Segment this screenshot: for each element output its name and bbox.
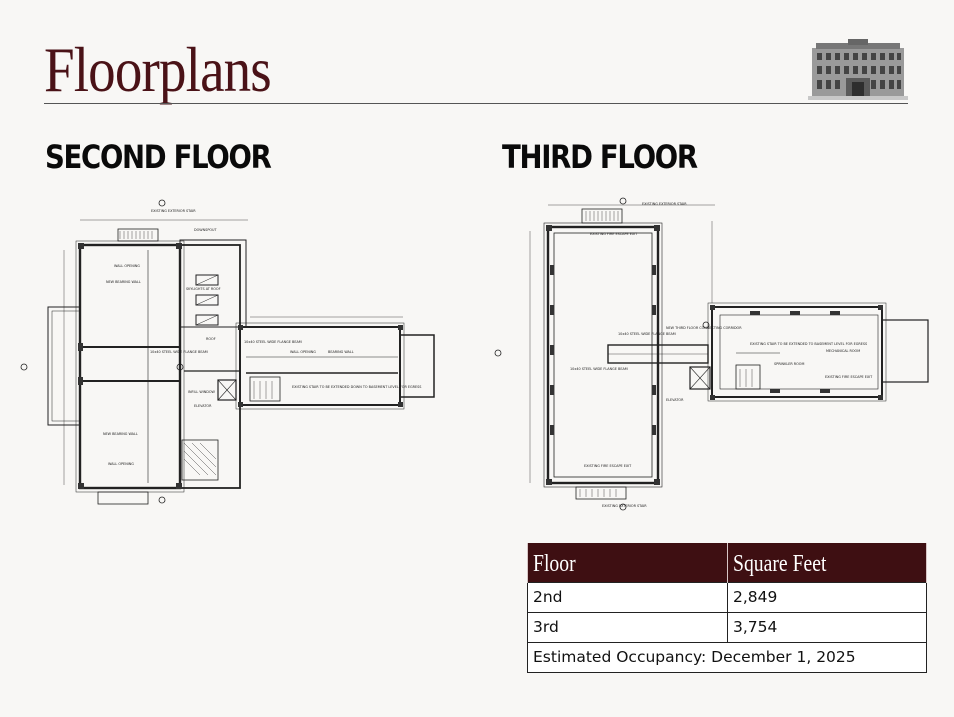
plan-label-wall-opening-east: WALL OPENING: [290, 350, 316, 354]
plan-label-skylights: SKYLIGHTS AT ROOF: [186, 287, 221, 291]
plan-label-sprinkler-room: SPRINKLER ROOM: [774, 362, 804, 366]
building-thumbnail-image: [808, 38, 908, 100]
plan-label-steel-beam-east: 10x40 STEEL WIDE FLANGE BEAM: [244, 340, 302, 344]
table-footer-row: Estimated Occupancy: December 1, 2025: [527, 641, 927, 673]
plan-label-exterior-stair-north: EXISTING EXTERIOR STAIR: [642, 202, 687, 206]
plan-label-exterior-stair-south: EXISTING EXTERIOR STAIR: [602, 504, 647, 508]
third-floor-plan: EXISTING EXTERIOR STAIR EXISTING FIRE ES…: [490, 195, 930, 515]
estimated-occupancy: Estimated Occupancy: December 1, 2025: [527, 641, 927, 673]
plan-label-stair-extended: EXISTING STAIR TO BE EXTENDED DOWN TO BA…: [292, 385, 421, 389]
plan-label-bearing-wall-south: NEW BEARING WALL: [103, 432, 138, 436]
plan-label-bearing-wall-east: BEARING WALL: [328, 350, 354, 354]
table-header-floor: Floor: [527, 543, 728, 582]
plan-label-fire-escape-north: EXISTING FIRE ESCAPE EXIT: [590, 232, 638, 236]
plan-label-bearing-wall: NEW BEARING WALL: [106, 280, 141, 284]
plan-label-steel-beam-corridor: 10x40 STEEL WIDE FLANGE BEAM: [618, 332, 676, 336]
second-floor-heading: SECOND FLOOR: [45, 138, 272, 176]
plan-label-wall-opening-south: WALL OPENING: [108, 462, 134, 466]
plan-label-steel-beam-west: 10x40 STEEL WIDE FLANGE BEAM: [570, 367, 628, 371]
plan-label-downspout: DOWNSPOUT: [194, 228, 218, 232]
table-header-square-feet: Square Feet: [727, 543, 927, 582]
plan-label-stair-extended: EXISTING STAIR TO BE EXTENDED TO BASEMEN…: [750, 342, 867, 346]
table-row: 2nd 2,849: [527, 581, 927, 613]
plan-label-roof: ROOF: [206, 337, 216, 341]
third-floor-heading: THIRD FLOOR: [502, 138, 698, 176]
second-floor-plan: EXISTING EXTERIOR STAIR DOWNSPOUT WALL O…: [18, 195, 458, 510]
table-header-row: Floor Square Feet: [527, 543, 927, 582]
table-cell-square-feet: 3,754: [727, 611, 927, 643]
table-cell-floor: 2nd: [527, 581, 728, 613]
plan-label-fire-escape-south: EXISTING FIRE ESCAPE EXIT: [584, 464, 632, 468]
plan-label-elevator: ELEVATOR: [666, 398, 684, 402]
plan-label-connecting-corridor: NEW THIRD FLOOR CONNECTING CORRIDOR: [666, 326, 742, 330]
table-cell-floor: 3rd: [527, 611, 728, 643]
table-cell-square-feet: 2,849: [727, 581, 927, 613]
plan-label-steel-beam: 10x40 STEEL WIDE FLANGE BEAM: [150, 350, 208, 354]
plan-label-infill-window: INFILL WINDOW: [188, 390, 216, 394]
plan-label-exterior-stair: EXISTING EXTERIOR STAIR: [151, 209, 196, 213]
plan-label-elevator: ELEVATOR: [194, 404, 212, 408]
page-title: Floorplans: [44, 34, 272, 105]
plan-label-mechanical-room: MECHANICAL ROOM: [826, 349, 860, 353]
plan-label-wall-opening: WALL OPENING: [114, 264, 140, 268]
title-divider: [44, 103, 908, 104]
square-feet-table: Floor Square Feet 2nd 2,849 3rd 3,754 Es…: [527, 543, 927, 673]
table-row: 3rd 3,754: [527, 611, 927, 643]
plan-label-fire-escape-east: EXISTING FIRE ESCAPE EXIT: [825, 375, 873, 379]
